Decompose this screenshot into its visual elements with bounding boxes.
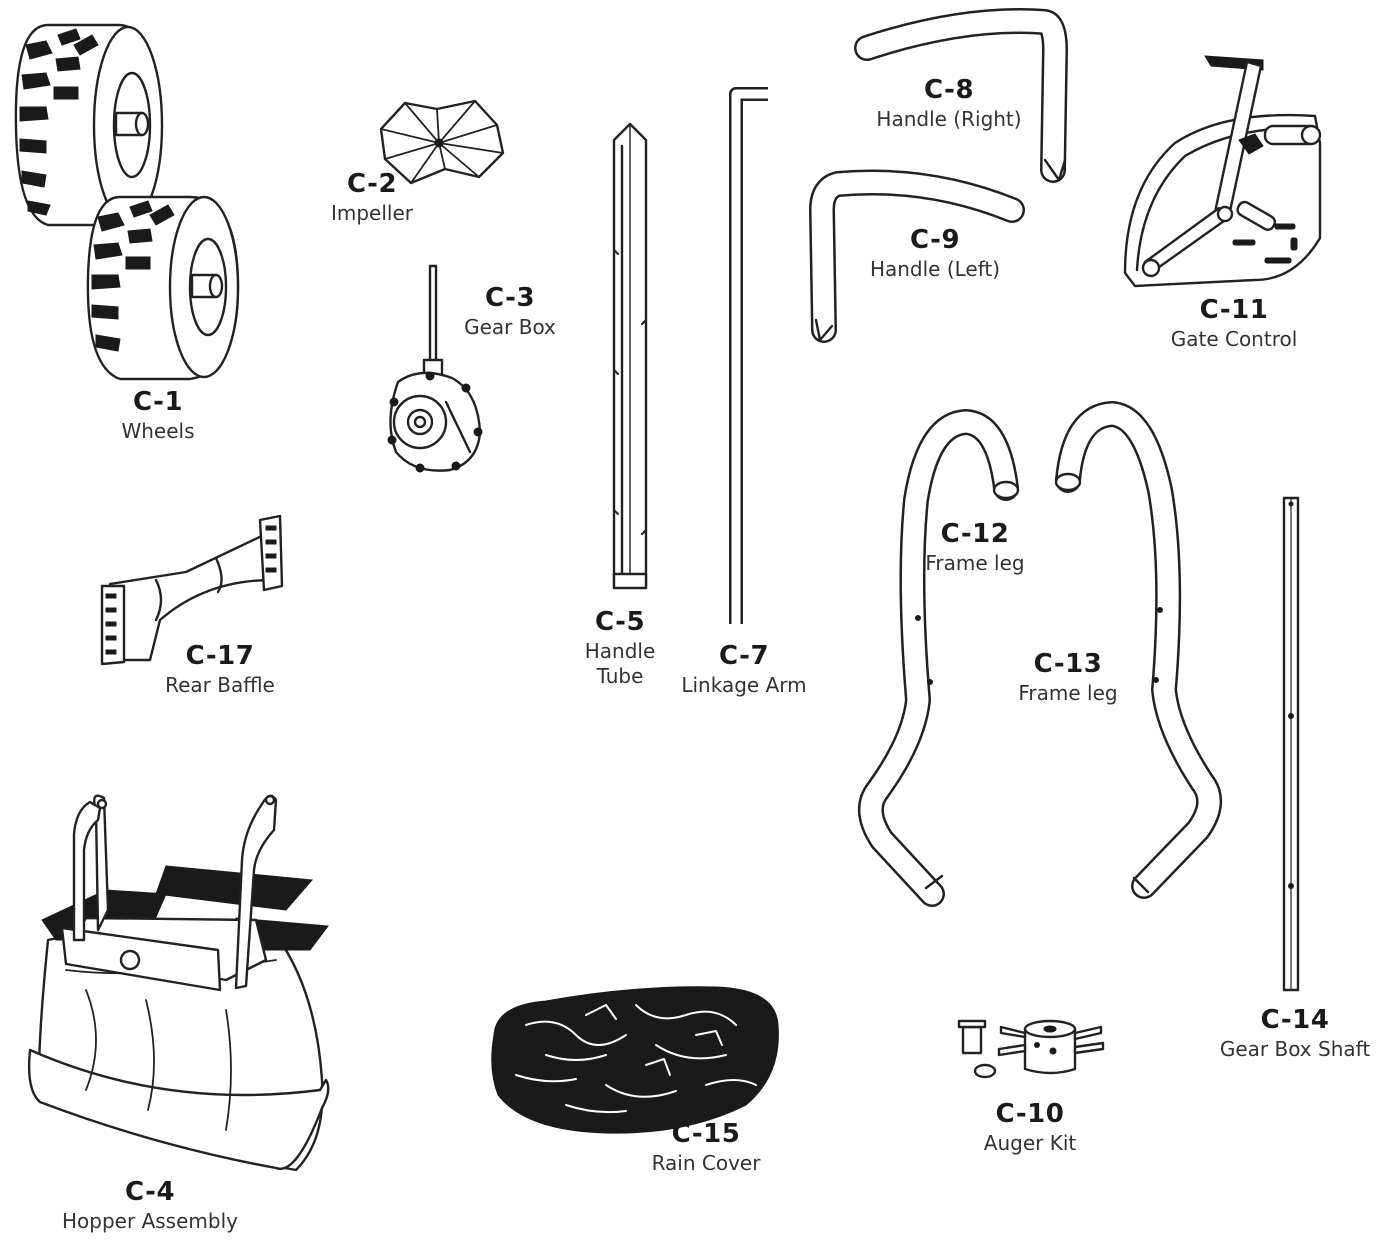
rain-cover-icon <box>491 986 779 1134</box>
frame-leg-left-icon <box>858 409 1020 907</box>
frame-leg-right-icon <box>1054 401 1222 899</box>
part-code: C-14 <box>1260 1005 1330 1035</box>
handle-left-icon <box>809 169 1025 343</box>
part-name-line2: Tube <box>596 663 644 688</box>
part-code: C-5 <box>594 607 646 637</box>
label-c5: C-5 Handle Tube <box>570 608 670 687</box>
label-c2: C-2 Impeller <box>312 170 432 224</box>
label-c7: C-7 Linkage Arm <box>670 642 818 696</box>
part-name: Impeller <box>330 200 414 225</box>
part-code: C-1 <box>132 387 184 417</box>
part-code: C-4 <box>124 1177 176 1207</box>
gear-box-shaft-icon <box>1282 496 1300 992</box>
part-code: C-7 <box>718 641 770 671</box>
label-c3: C-3 Gear Box <box>450 284 570 338</box>
handle-right-icon <box>854 8 1068 183</box>
hopper-assembly-icon <box>27 794 330 1172</box>
part-name: Frame leg <box>1018 680 1118 705</box>
label-c8: C-8 Handle (Right) <box>866 76 1032 130</box>
label-c4: C-4 Hopper Assembly <box>50 1178 250 1232</box>
label-c11: C-11 Gate Control <box>1160 296 1308 350</box>
part-code: C-13 <box>1033 649 1103 679</box>
label-c14: C-14 Gear Box Shaft <box>1210 1006 1380 1060</box>
rear-baffle-icon <box>100 514 284 666</box>
label-c17: C-17 Rear Baffle <box>150 642 290 696</box>
label-c1: C-1 Wheels <box>98 388 218 442</box>
impeller-icon <box>379 99 505 185</box>
wheels-icon <box>14 23 240 381</box>
label-c12: C-12 Frame leg <box>915 520 1035 574</box>
part-name: Rain Cover <box>651 1150 761 1175</box>
part-code: C-8 <box>923 75 975 105</box>
part-code: C-11 <box>1199 295 1269 325</box>
part-name: Handle (Left) <box>869 256 1001 281</box>
label-c15: C-15 Rain Cover <box>636 1120 776 1174</box>
part-code: C-15 <box>671 1119 741 1149</box>
part-name: Frame leg <box>925 550 1025 575</box>
part-name: Rear Baffle <box>165 672 275 697</box>
part-name: Gear Box <box>464 314 556 339</box>
part-code: C-12 <box>940 519 1010 549</box>
part-name: Auger Kit <box>983 1130 1077 1155</box>
part-name: Wheels <box>121 418 195 443</box>
linkage-arm-icon <box>729 87 768 624</box>
label-c13: C-13 Frame leg <box>1008 650 1128 704</box>
part-name: Hopper Assembly <box>62 1208 238 1233</box>
label-c10: C-10 Auger Kit <box>970 1100 1090 1154</box>
part-code: C-3 <box>484 283 536 313</box>
part-name: Gear Box Shaft <box>1219 1036 1371 1061</box>
gear-box-icon <box>387 264 483 473</box>
part-code: C-17 <box>185 641 255 671</box>
auger-kit-icon <box>957 1019 1105 1079</box>
label-c9: C-9 Handle (Left) <box>858 226 1012 280</box>
part-name: Handle (Right) <box>876 106 1022 131</box>
gate-control-icon <box>1123 55 1322 288</box>
part-name: Linkage Arm <box>681 672 807 697</box>
handle-tube-icon <box>612 122 648 590</box>
part-code: C-9 <box>909 225 961 255</box>
part-name: Handle <box>584 638 656 663</box>
part-name: Gate Control <box>1170 326 1298 351</box>
part-code: C-10 <box>995 1099 1065 1129</box>
part-code: C-2 <box>346 169 398 199</box>
